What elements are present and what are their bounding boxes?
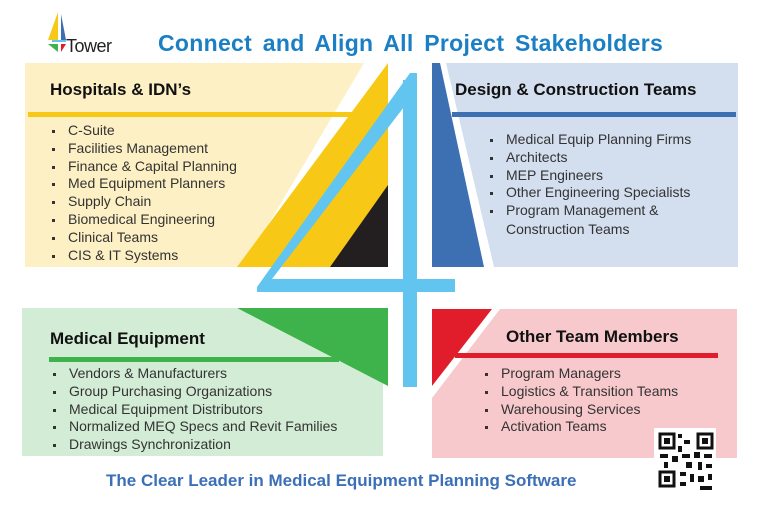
list-item: Normalized MEQ Specs and Revit Families (53, 418, 337, 436)
design-heading: Design & Construction Teams (455, 80, 697, 99)
list-item: Program Management & (490, 202, 691, 220)
hospitals-underline (28, 112, 373, 117)
other-underline (455, 353, 718, 358)
hospitals-list: C-Suite Facilities Management Finance & … (52, 122, 237, 264)
red-triangle (432, 309, 492, 386)
page-title: Connect and Align All Project Stakeholde… (158, 30, 664, 56)
list-item: Supply Chain (52, 193, 237, 211)
list-item: Vendors & Manufacturers (53, 365, 337, 383)
logo-mark (48, 12, 66, 52)
list-item: Facilities Management (52, 140, 237, 158)
medical-heading: Medical Equipment (50, 329, 205, 348)
list-item: Medical Equip Planning Firms (490, 131, 691, 149)
list-item: Med Equipment Planners (52, 175, 237, 193)
list-item: Logistics & Transition Teams (485, 383, 678, 401)
four-shape (257, 73, 455, 387)
logo-text: Tower (66, 36, 112, 56)
list-item: Activation Teams (485, 418, 678, 436)
list-item: Warehousing Services (485, 401, 678, 419)
list-item: Finance & Capital Planning (52, 158, 237, 176)
list-item: Group Purchasing Organizations (53, 383, 337, 401)
hospitals-heading: Hospitals & IDN’s (50, 80, 192, 99)
list-item: Other Engineering Specialists (490, 184, 691, 202)
design-list-continuation: Construction Teams (506, 221, 630, 237)
blue-triangle (432, 63, 484, 267)
list-item: Drawings Synchronization (53, 436, 337, 454)
other-heading: Other Team Members (506, 327, 679, 346)
qr-code (654, 428, 716, 492)
green-triangle (237, 308, 388, 386)
other-list: Program Managers Logistics & Transition … (485, 365, 678, 436)
medical-panel (22, 308, 383, 456)
footer-tagline: The Clear Leader in Medical Equipment Pl… (106, 471, 577, 490)
list-item: Architects (490, 149, 691, 167)
list-item: C-Suite (52, 122, 237, 140)
design-list: Medical Equip Planning Firms Architects … (490, 131, 691, 220)
list-item: Clinical Teams (52, 229, 237, 247)
other-panel (432, 309, 737, 458)
design-underline (452, 112, 736, 117)
list-item: MEP Engineers (490, 167, 691, 185)
list-item: Biomedical Engineering (52, 211, 237, 229)
medical-underline (49, 357, 339, 362)
list-item: Program Managers (485, 365, 678, 383)
list-item: CIS & IT Systems (52, 247, 237, 265)
black-triangle (330, 185, 388, 267)
medical-list: Vendors & Manufacturers Group Purchasing… (53, 365, 337, 454)
list-item: Medical Equipment Distributors (53, 401, 337, 419)
